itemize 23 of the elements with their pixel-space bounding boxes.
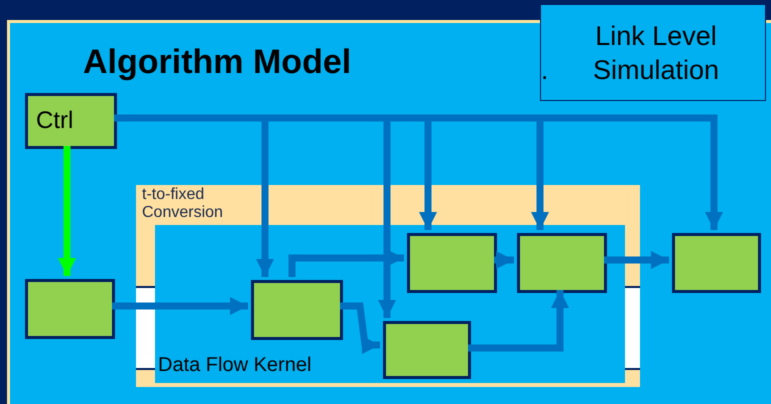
process-box [383,321,471,379]
arrow [58,146,76,276]
arrow [604,251,669,269]
panel-title: t-to-fixed Conversion [142,186,224,222]
process-box [251,280,343,340]
dot-mark: . [541,55,548,86]
process-box [25,93,117,149]
panel-title: Algorithm Model [83,43,352,82]
process-box [672,233,761,293]
arrow [112,297,248,315]
arrow [340,302,380,354]
title-box [540,4,766,101]
box-title: Link Level Simulation [592,20,720,87]
panel-title: Data Flow Kernel [158,354,312,377]
arrow [468,290,569,352]
arrow [494,251,514,269]
process-box [407,233,497,293]
conversion-panel [136,185,640,387]
kernel-panel [155,225,625,383]
process-box [25,279,115,339]
arrow [288,249,404,277]
box-label: Ctrl [36,107,74,135]
process-box [517,233,607,293]
